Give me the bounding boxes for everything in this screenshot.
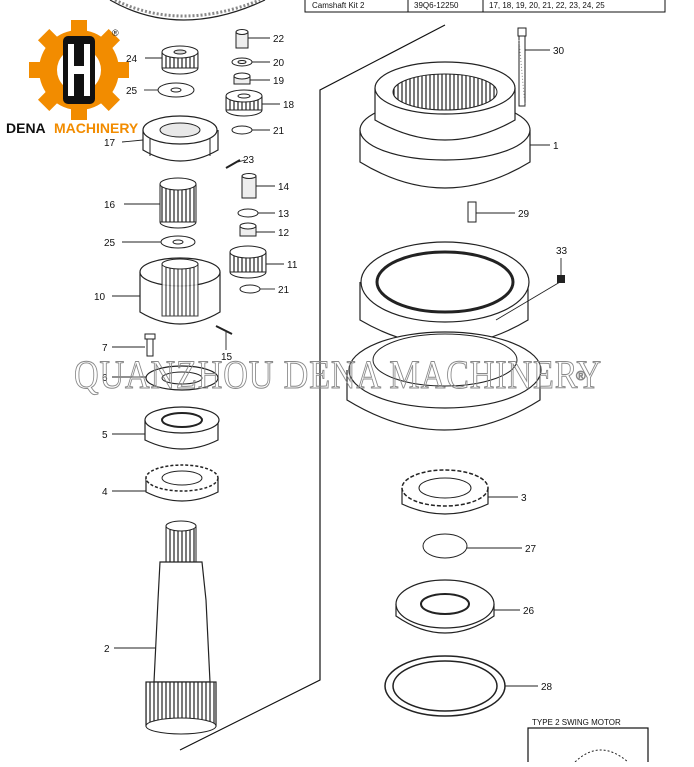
parts-table: Camshaft Kit 2 39Q6-12250 17, 18, 19, 20… [304, 0, 666, 13]
part-21-washer-lower [239, 284, 261, 294]
callout-4: 4 [102, 487, 108, 498]
callout-27: 27 [525, 544, 537, 555]
callout-21b: 21 [278, 285, 290, 296]
part-3-bearing [401, 469, 489, 515]
watermark-registered: ® [576, 368, 586, 383]
assembly-axis-line [179, 24, 446, 751]
part-18-gear [225, 89, 263, 117]
gear-logo-icon [29, 20, 129, 120]
callout-16: 16 [104, 200, 116, 211]
part-5-seal [144, 406, 220, 450]
part-28-seal-ring [384, 655, 506, 717]
part-6-plate [145, 365, 219, 391]
callout-25b: 25 [104, 238, 116, 249]
part-2-shaft [145, 520, 217, 735]
part-23-pin [225, 159, 241, 169]
callout-5: 5 [102, 430, 108, 441]
caption-text: TYPE 2 SWING MOTOR [532, 718, 621, 727]
callout-26: 26 [523, 606, 535, 617]
part-33-plug [557, 275, 565, 283]
part-12-bushing [239, 222, 257, 237]
part-4-bearing [145, 464, 219, 502]
callout-3: 3 [521, 493, 527, 504]
callouts: 24 25 22 20 19 18 21 17 23 14 13 12 11 2… [94, 34, 568, 693]
callout-13: 13 [278, 209, 290, 220]
callout-22: 22 [273, 34, 285, 45]
callout-29: 29 [518, 209, 530, 220]
part-11-gear [229, 245, 267, 279]
part-1-ring-gear [359, 61, 531, 189]
callout-20: 20 [273, 58, 285, 69]
callout-28: 28 [541, 682, 553, 693]
part-30-bolt [517, 27, 527, 107]
part-13-washer [237, 208, 259, 218]
callout-19: 19 [273, 76, 285, 87]
callout-33: 33 [556, 246, 568, 257]
callout-17: 17 [104, 138, 116, 149]
type2-motor-box: TYPE 2 SWING MOTOR [527, 718, 649, 767]
part-22-pin [235, 29, 249, 49]
brand-logo: ® DENA MACHINERY [6, 20, 139, 136]
callout-12: 12 [278, 228, 290, 239]
watermark-text: QUANZHOU DENA MACHINERY [74, 352, 602, 397]
part-14-pin [241, 173, 257, 199]
part-16-sun-gear [159, 177, 197, 229]
part-26-seal [395, 579, 495, 634]
part-7-bolt [144, 333, 156, 357]
callout-2: 2 [104, 644, 110, 655]
part-25-washer [157, 82, 195, 98]
watermark: QUANZHOU DENA MACHINERY ® [74, 352, 602, 398]
table-col1: Camshaft Kit 2 [312, 1, 365, 10]
logo-word2: MACHINERY [54, 120, 139, 136]
housing-upper [359, 241, 530, 346]
callout-18: 18 [283, 100, 295, 111]
part-27-oring [422, 533, 468, 559]
callout-30: 30 [553, 46, 565, 57]
part-24-gear [161, 45, 199, 75]
callout-15: 15 [221, 352, 233, 363]
logo-registered: ® [112, 28, 119, 38]
table-col3: 17, 18, 19, 20, 21, 22, 23, 24, 25 [489, 1, 605, 10]
part-15-pin [215, 325, 233, 335]
part-19-bushing [233, 72, 251, 85]
callout-10: 10 [94, 292, 106, 303]
logo-brand: DENA [6, 120, 46, 136]
callout-6: 6 [102, 373, 108, 384]
part-17-carrier [142, 115, 219, 162]
callout-25a: 25 [126, 86, 138, 97]
ring-gear-fragment [109, 0, 266, 21]
callout-14: 14 [278, 182, 290, 193]
table-col2: 39Q6-12250 [414, 1, 459, 10]
callout-24: 24 [126, 54, 138, 65]
callout-1: 1 [553, 141, 559, 152]
leader-lines [112, 37, 562, 687]
housing-lower-flange [346, 331, 542, 431]
part-21-washer-upper [231, 125, 253, 135]
part-10-carrier [139, 257, 221, 325]
callout-11: 11 [287, 260, 298, 271]
callout-21a: 21 [273, 126, 285, 137]
callout-7: 7 [102, 343, 108, 354]
callout-23: 23 [243, 155, 255, 166]
part-29-pin [467, 201, 477, 223]
